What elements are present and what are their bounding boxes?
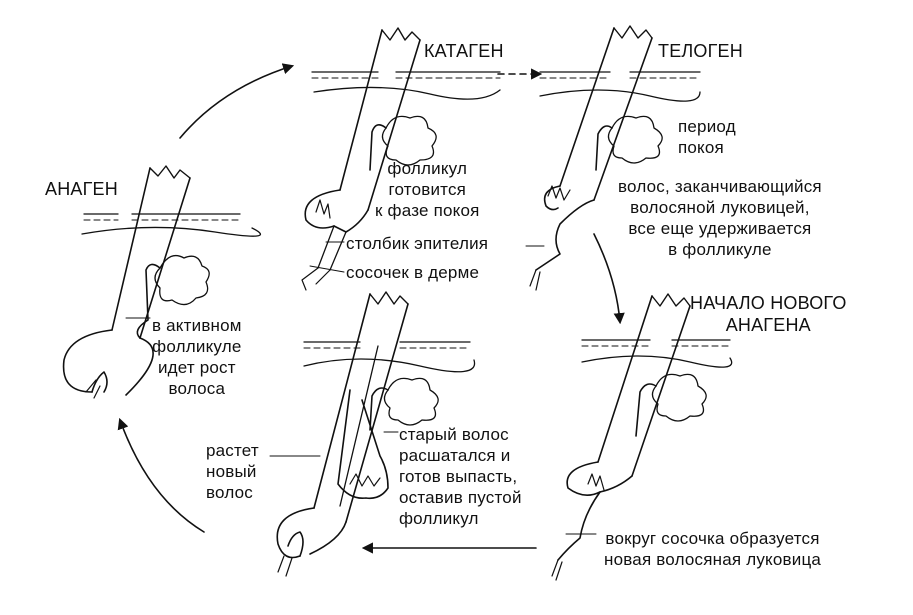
catagen-note: фолликул готовится к фазе покоя (375, 158, 480, 221)
telogen-note: волос, заканчивающийся волосяной луковиц… (618, 176, 822, 260)
new-anagen-title-line: НАЧАЛО НОВОГО (690, 293, 847, 313)
old-hair-note-line: готов выпасть, (399, 467, 518, 486)
new-anagen-title-line: АНАГЕНА (725, 315, 811, 335)
old-hair-note-line: оставив пустой (399, 488, 522, 507)
catagen-title: КАТАГЕН (424, 41, 504, 61)
telogen-note-line: волос, заканчивающийся (618, 177, 822, 196)
anagen-follicle-drawing (62, 165, 261, 399)
telogen-rest-label: период покоя (678, 116, 736, 158)
new-anagen-follicle-drawing (551, 293, 733, 581)
arrow-shedding-to-anagen (117, 417, 205, 533)
anagen-note-line: в активном (152, 316, 242, 335)
telogen-note-line: волосяной луковицей, (630, 198, 810, 217)
old-hair-note-line: расшатался и (399, 446, 511, 465)
arrow-anagen-to-catagen (179, 63, 295, 139)
catagen-note-line: готовится (388, 180, 467, 199)
new-anagen-note-line: новая волосяная луковица (604, 550, 822, 569)
new-anagen-note: вокруг сосочка образуется новая волосяна… (604, 528, 821, 570)
old-hair-note-line: фолликул (399, 509, 479, 528)
new-hair-label-line: волос (206, 483, 253, 502)
shedding-follicle-drawing (269, 291, 476, 577)
telogen-title: ТЕЛОГЕН (658, 41, 743, 61)
catagen-follicle-drawing (301, 27, 501, 291)
telogen-rest-line: период (678, 117, 736, 136)
telogen-note-line: все еще удерживается (628, 219, 812, 238)
telogen-note-line: в фолликуле (668, 240, 772, 259)
telogen-follicle-drawing (525, 25, 701, 291)
catagen-note-line: к фазе покоя (375, 201, 480, 220)
anagen-note: в активном фолликуле идет рост волоса (152, 315, 242, 399)
new-hair-label: растет новый волос (206, 440, 259, 503)
anagen-note-line: идет рост (157, 358, 236, 377)
old-hair-note-line: старый волос (399, 425, 509, 444)
anagen-title: АНАГЕН (45, 179, 118, 199)
catagen-epithelium-label: столбик эпителия (346, 234, 489, 253)
anagen-note-line: фолликуле (152, 337, 242, 356)
new-anagen-title: НАЧАЛО НОВОГО АНАГЕНА (690, 292, 847, 336)
telogen-rest-line: покоя (678, 138, 724, 157)
anagen-note-line: волоса (168, 379, 226, 398)
arrow-telogen-to-new-anagen (593, 233, 625, 325)
new-hair-label-line: растет (206, 441, 259, 460)
old-hair-note: старый волос расшатался и готов выпасть,… (399, 424, 522, 529)
catagen-papilla-label: сосочек в дерме (346, 263, 480, 282)
new-anagen-note-line: вокруг сосочка образуется (605, 529, 820, 548)
catagen-note-line: фолликул (387, 159, 468, 178)
new-hair-label-line: новый (206, 462, 257, 481)
